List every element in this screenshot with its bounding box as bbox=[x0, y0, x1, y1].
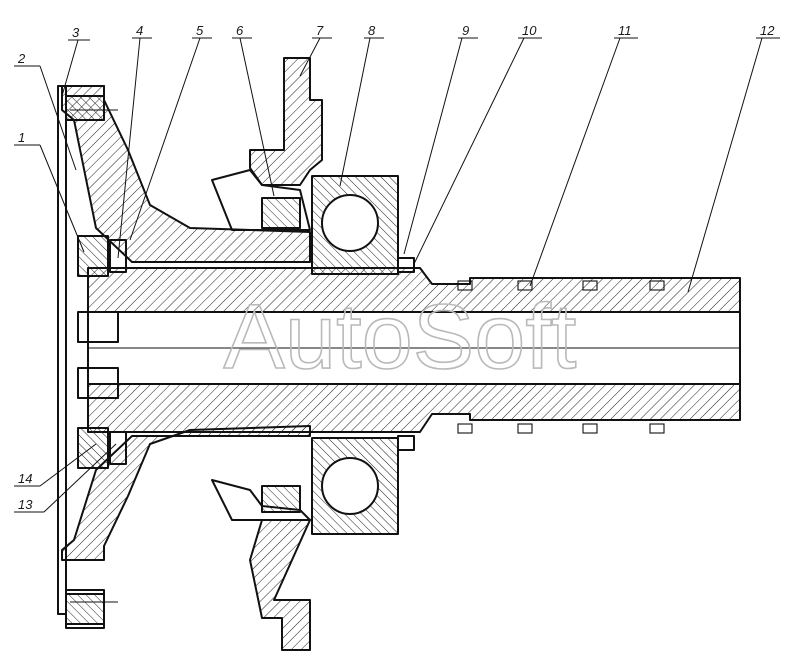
callout-8: 8 bbox=[368, 23, 376, 38]
spline-teeth-bottom bbox=[457, 423, 665, 434]
callout-6: 6 bbox=[236, 23, 244, 38]
housing-cover bbox=[211, 57, 323, 651]
callout-labels: 1 2 3 4 5 6 7 8 9 10 11 12 13 14 bbox=[17, 23, 775, 512]
callout-12: 12 bbox=[760, 23, 775, 38]
callout-2: 2 bbox=[17, 51, 26, 66]
callout-5: 5 bbox=[196, 23, 204, 38]
flange bbox=[57, 85, 311, 629]
callout-14: 14 bbox=[18, 471, 32, 486]
callout-3: 3 bbox=[72, 25, 80, 40]
leader-lines bbox=[14, 37, 780, 513]
callout-11: 11 bbox=[618, 23, 632, 38]
callout-13: 13 bbox=[18, 497, 33, 512]
retaining-ring-bottom bbox=[397, 435, 415, 451]
spline-teeth-top bbox=[457, 280, 665, 291]
callout-7: 7 bbox=[316, 23, 324, 38]
ball-bearing-top bbox=[311, 175, 399, 275]
callout-1: 1 bbox=[18, 130, 25, 145]
nut-assembly bbox=[77, 235, 127, 469]
callout-10: 10 bbox=[522, 23, 537, 38]
watermark: AutoSoft bbox=[224, 286, 577, 388]
retaining-ring-top bbox=[397, 257, 415, 273]
callout-9: 9 bbox=[462, 23, 469, 38]
callout-4: 4 bbox=[136, 23, 143, 38]
ball-bearing-bottom bbox=[311, 437, 399, 535]
